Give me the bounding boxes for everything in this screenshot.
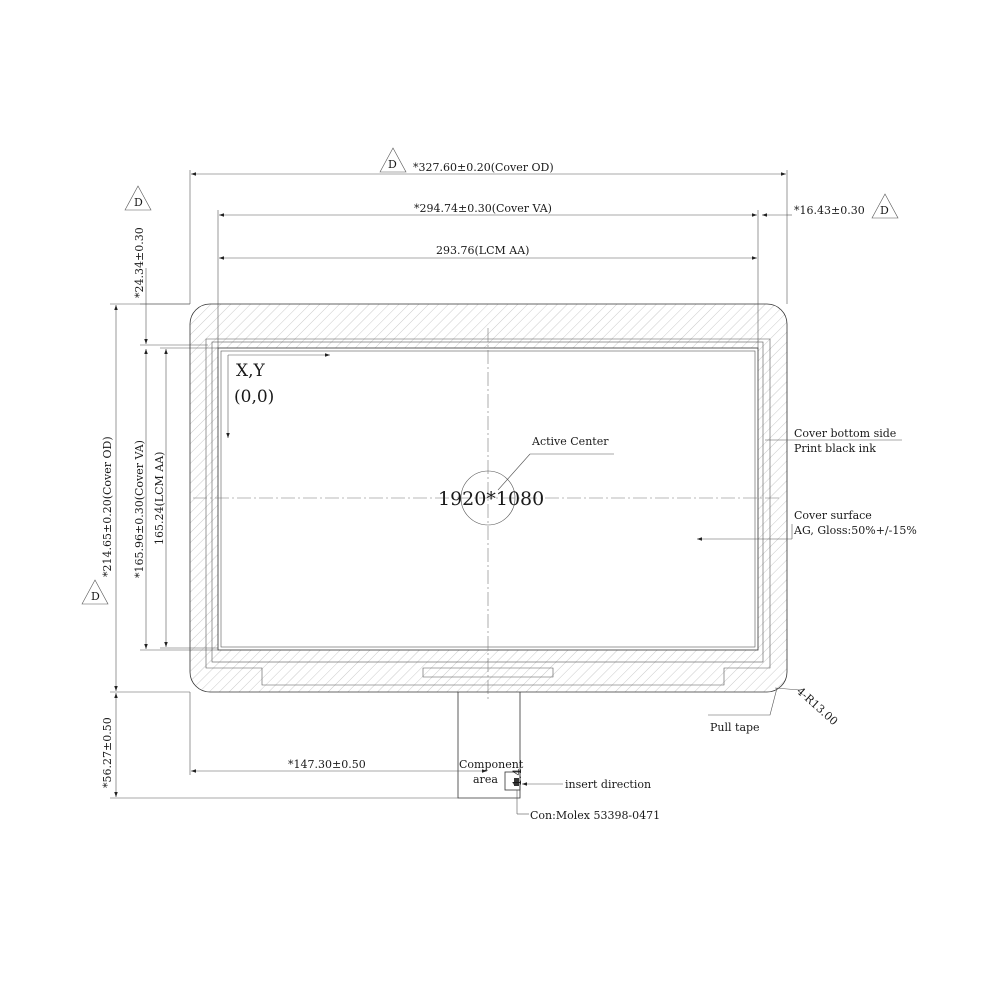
cover-od-height-label: *214.65±0.20(Cover OD) <box>101 436 114 577</box>
cover-va-height-label: *165.96±0.30(Cover VA) <box>133 440 146 578</box>
cover-va-width-label: *294.74±0.30(Cover VA) <box>414 202 552 215</box>
datum-mark-top: D <box>379 147 407 173</box>
svg-text:D: D <box>880 204 889 217</box>
dim-right-margin: *16.43±0.30 <box>762 204 865 217</box>
svg-text:D: D <box>91 590 100 603</box>
connector-label: Con:Molex 53398-0471 <box>530 809 660 822</box>
dim-lcm-aa-width: 293.76(LCM AA) <box>219 244 757 260</box>
cover-bottom-side-label: Cover bottom side <box>794 427 896 440</box>
active-center-label: Active Center <box>531 435 609 448</box>
datum-mark-left: D <box>81 579 109 605</box>
print-black-ink-label: Print black ink <box>794 442 876 455</box>
corner-radius-label: 4-R13.00 <box>794 685 840 728</box>
resolution-label: 1920*1080 <box>438 488 544 510</box>
insert-direction-label: insert direction <box>565 778 651 791</box>
fpc-offset-label: *147.30±0.50 <box>288 758 366 771</box>
component-area: Component area <box>459 758 524 786</box>
dim-cover-od-width: *327.60±0.20(Cover OD) <box>189 161 788 304</box>
dim-fpc-length: *56.27±0.50 <box>101 693 458 799</box>
fpc-tail <box>457 692 529 815</box>
datum-mark-left-top: D <box>124 185 152 211</box>
dim-lcm-aa-height: 165.24(LCM AA) <box>153 347 218 649</box>
component-area-label: Component <box>459 758 524 771</box>
cover-surface-label: Cover surface <box>794 509 872 522</box>
svg-text:D: D <box>134 196 143 209</box>
center-lines <box>193 328 782 700</box>
callout-corner-radius: 4-R13.00 <box>774 685 840 728</box>
pull-tape-label: Pull tape <box>710 721 760 734</box>
svg-text:D: D <box>388 158 397 171</box>
dim-cover-od-height: *214.65±0.20(Cover OD) <box>101 303 190 693</box>
insert-direction: 1.4 insert direction <box>511 769 651 792</box>
callout-black-ink: Cover bottom side Print black ink <box>765 427 902 455</box>
right-margin-label: *16.43±0.30 <box>794 204 865 217</box>
origin-coords: (0,0) <box>234 387 274 407</box>
callout-cover-surface: Cover surface AG, Gloss:50%+/-15% <box>697 509 917 541</box>
dim-cover-va-height: *165.96±0.30(Cover VA) <box>133 349 218 651</box>
active-center: Active Center 1920*1080 <box>438 435 614 510</box>
lcm-aa-height-label: 165.24(LCM AA) <box>153 452 166 545</box>
datum-mark-right: D <box>871 193 899 219</box>
lcm-aa-width-label: 293.76(LCM AA) <box>436 244 529 257</box>
fpc-length-label: *56.27±0.50 <box>101 717 114 788</box>
cover-od-width-label: *327.60±0.20(Cover OD) <box>413 161 554 174</box>
origin-label: X,Y <box>236 361 266 381</box>
dim-cover-va-width: *294.74±0.30(Cover VA) <box>217 202 759 348</box>
connector-callout: Con:Molex 53398-0471 <box>530 809 660 822</box>
top-margin-label: *24.34±0.30 <box>133 227 146 298</box>
connector-pitch-label: 1.4 <box>511 769 524 787</box>
dim-fpc-offset: *147.30±0.50 <box>189 692 487 775</box>
ag-gloss-label: AG, Gloss:50%+/-15% <box>793 524 917 537</box>
origin-marker: X,Y (0,0) <box>226 353 330 438</box>
component-area-label-2: area <box>473 773 498 786</box>
callout-pull-tape: Pull tape <box>708 687 778 734</box>
